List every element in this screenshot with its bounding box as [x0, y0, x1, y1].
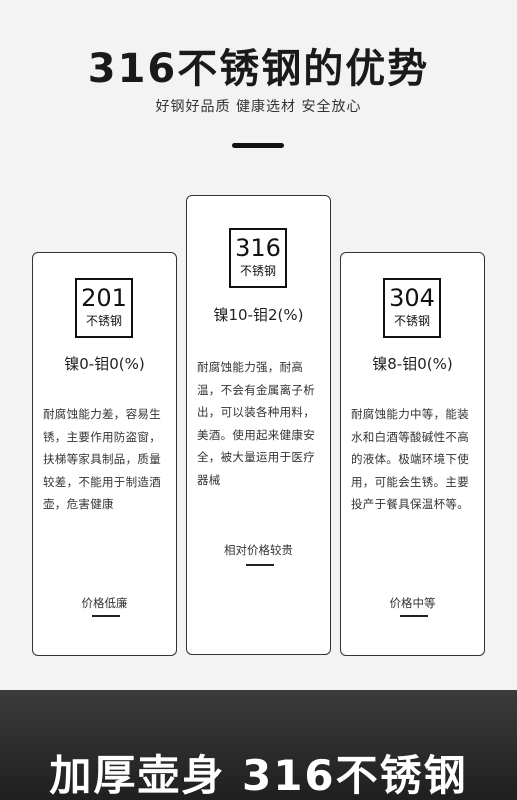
price-label: 价格低廉	[81, 596, 128, 610]
price-label: 相对价格较贵	[224, 543, 293, 557]
price-label: 价格中等	[389, 596, 436, 610]
grade-box: 304 不锈钢	[383, 278, 441, 338]
card-description: 耐腐蚀能力差，容易生锈，主要作用防盗窗，扶梯等家具制品，质量较差，不能用于制造酒…	[43, 407, 161, 511]
grade-number: 316	[235, 234, 281, 262]
card-201: 201 不锈钢 镍0-钼0(%) 耐腐蚀能力差，容易生锈，主要作用防盗窗，扶梯等…	[32, 252, 177, 656]
card-304: 304 不锈钢 镍8-钼0(%) 耐腐蚀能力中等，能装水和白酒等酸碱性不高的液体…	[340, 252, 485, 656]
grade-number: 201	[81, 284, 127, 312]
grade-label: 不锈钢	[85, 314, 122, 328]
grade-number: 304	[389, 284, 435, 312]
card-description: 耐腐蚀能力中等，能装水和白酒等酸碱性不高的液体。极端环境下使用，可能会生锈。主要…	[351, 407, 469, 511]
page-title: 316不锈钢的优势	[87, 46, 430, 92]
composition-ratio: 镍0-钼0(%)	[64, 355, 145, 373]
composition-ratio: 镍10-钼2(%)	[213, 306, 304, 324]
title-divider	[232, 143, 284, 148]
banner-text: 加厚壶身 316不锈钢	[49, 751, 468, 800]
price-divider	[246, 564, 274, 566]
bottom-banner: 加厚壶身 316不锈钢	[0, 690, 517, 800]
card-description: 耐腐蚀能力强，耐高温，不会有金属离子析出，可以装各种用料，美酒。使用起来健康安全…	[197, 360, 315, 487]
price-divider	[92, 615, 120, 617]
price-divider	[400, 615, 428, 617]
grade-box: 201 不锈钢	[75, 278, 133, 338]
page-subtitle: 好钢好品质 健康选材 安全放心	[155, 99, 362, 115]
grade-box: 316 不锈钢	[229, 228, 287, 288]
grade-label: 不锈钢	[239, 264, 276, 278]
composition-ratio: 镍8-钼0(%)	[372, 355, 453, 373]
card-316: 316 不锈钢 镍10-钼2(%) 耐腐蚀能力强，耐高温，不会有金属离子析出，可…	[186, 195, 331, 655]
grade-label: 不锈钢	[393, 314, 430, 328]
